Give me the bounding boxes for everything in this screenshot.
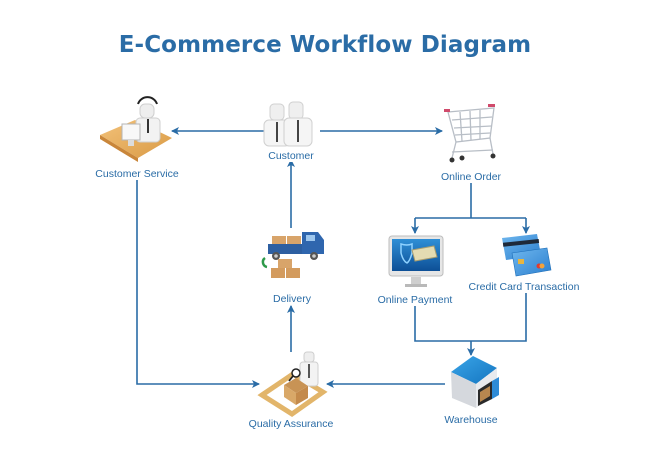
label-online-order: Online Order (439, 171, 503, 183)
shopping-cart-icon (444, 104, 496, 163)
warehouse-icon (451, 356, 499, 408)
label-warehouse: Warehouse (443, 414, 499, 426)
diagram-title: E-Commerce Workflow Diagram (118, 32, 532, 58)
quality-inspection-icon (257, 351, 328, 418)
customer-service-agent-icon (100, 96, 172, 162)
label-online-payment: Online Payment (376, 294, 454, 306)
credit-cards-icon (502, 234, 552, 277)
label-credit-card-transaction: Credit Card Transaction (467, 281, 581, 293)
customers-icon (263, 101, 313, 147)
monitor-payment-icon (388, 235, 444, 287)
label-delivery: Delivery (272, 293, 312, 305)
delivery-truck-icon (261, 232, 324, 278)
edge-customer-service-to-qa (136, 178, 260, 388)
label-quality-assurance: Quality Assurance (247, 418, 335, 430)
label-customer-service: Customer Service (94, 168, 180, 180)
label-customer: Customer (267, 150, 315, 162)
